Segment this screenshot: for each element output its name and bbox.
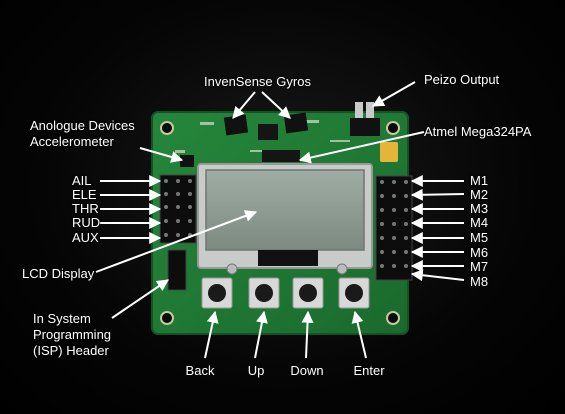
label-back: Back: [185, 363, 215, 378]
label-m1: M1: [470, 173, 489, 188]
label-enter: Enter: [353, 363, 385, 378]
atmel-chip: [262, 150, 300, 162]
label-ail: AIL: [72, 173, 92, 188]
label-ele: ELE: [72, 187, 97, 202]
label-accelerometer-line1: Anologue Devices: [30, 118, 135, 133]
label-m8: M8: [470, 274, 489, 289]
label-isp-line3: (ISP) Header: [33, 343, 109, 358]
label-piezo: Peizo Output: [424, 72, 500, 87]
isp-header: [167, 249, 187, 291]
label-up: Up: [247, 363, 265, 378]
label-isp-line2: Programming: [33, 327, 112, 342]
piezo-header: [350, 102, 380, 136]
label-atmel: Atmel Mega324PA: [424, 124, 532, 139]
tantalum-capacitor: [380, 142, 398, 162]
label-rud: RUD: [72, 215, 101, 230]
push-buttons: [201, 277, 370, 309]
label-m6: M6: [470, 245, 489, 260]
label-m2: M2: [470, 187, 489, 202]
label-m5: M5: [470, 230, 489, 245]
label-aux: AUX: [72, 230, 99, 245]
accelerometer-chip: [180, 155, 194, 167]
label-m3: M3: [470, 201, 489, 216]
label-m7: M7: [470, 259, 489, 274]
label-m4: M4: [470, 215, 489, 230]
label-gyros: InvenSense Gyros: [204, 74, 311, 89]
lcd-display: [197, 163, 373, 269]
callout-arrows: [95, 81, 465, 359]
label-down: Down: [290, 363, 324, 378]
label-accelerometer-line2: Accelerometer: [30, 134, 114, 149]
label-isp-line1: In System: [33, 311, 91, 326]
label-lcd: LCD Display: [22, 266, 95, 281]
label-thr: THR: [72, 201, 99, 216]
